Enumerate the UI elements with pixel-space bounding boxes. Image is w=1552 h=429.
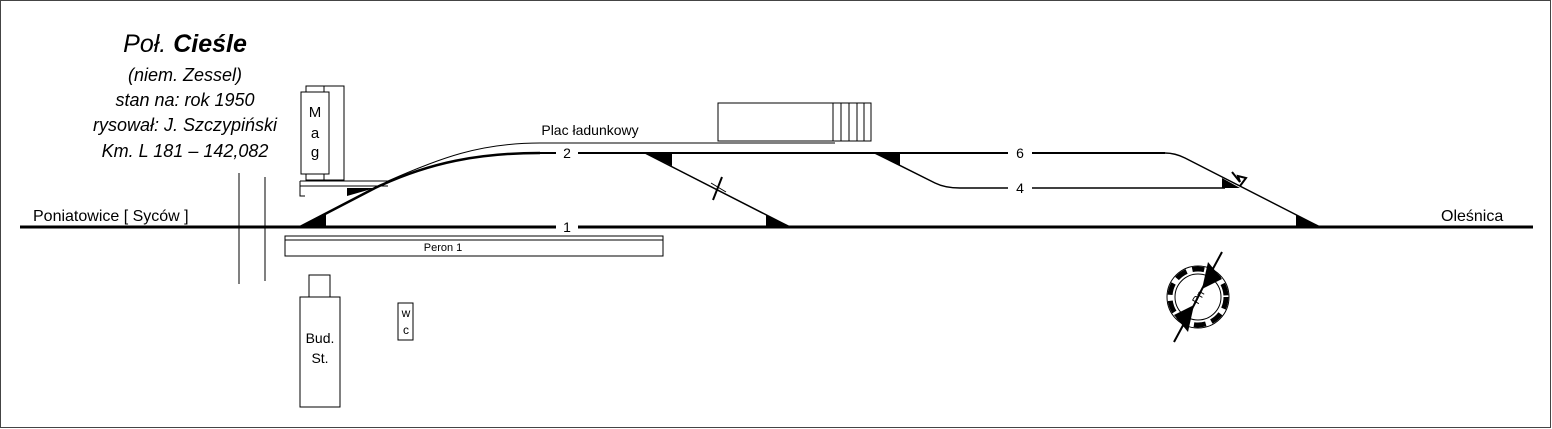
switch-frog-2: [347, 188, 375, 196]
loading-yard-siding: [387, 142, 835, 182]
north-compass-icon: Pn: [1166, 251, 1230, 343]
track-label-4: 4: [1016, 180, 1024, 196]
switch-frog-1: [300, 213, 326, 227]
wc-label-c: c: [403, 323, 409, 337]
wc-label-w: w: [401, 306, 411, 320]
track-label-6: 6: [1016, 145, 1024, 161]
track-label-1: 1: [563, 219, 571, 235]
track-end-stop: [1231, 171, 1248, 187]
switch-frog-5: [873, 153, 900, 166]
loading-yard-building: [717, 102, 872, 142]
station-building: Bud. St.: [299, 274, 341, 408]
state-year: stan na: rok 1950: [115, 90, 254, 110]
warehouse-letter-g: g: [311, 144, 319, 161]
switch-frog-7: [1296, 215, 1322, 227]
compass-label: Pn: [1190, 289, 1207, 307]
station-building-label-1: Bud.: [306, 330, 335, 346]
station-name: Cieśle: [173, 30, 247, 58]
title-block: Poł. Cieśle (niem. Zessel) stan na: rok …: [93, 30, 278, 161]
drawn-by: rysował: J. Szczypiński: [93, 115, 278, 135]
warehouse-letter-a: a: [311, 125, 320, 142]
km-marker: Km. L 181 – 142,082: [102, 141, 269, 161]
warehouse-building: M a g: [300, 85, 345, 181]
station-title: Poł. Cieśle: [123, 30, 247, 58]
switch-frog-3: [645, 153, 672, 166]
siding-curve-track-2: [299, 151, 541, 229]
wc-building: w c: [397, 302, 414, 341]
direction-east: Oleśnica: [1441, 208, 1503, 225]
station-prefix: Poł.: [123, 30, 166, 58]
platform: Peron 1: [284, 235, 664, 257]
german-name: (niem. Zessel): [128, 65, 242, 85]
switch-frog-4: [766, 215, 792, 227]
loading-yard-label: Plac ładunkowy: [541, 122, 638, 138]
derailer-marker: [712, 176, 723, 201]
derailer-marker-tick: [710, 182, 727, 193]
direction-west: Poniatowice [ Syców ]: [33, 208, 189, 225]
track-4: [874, 152, 1225, 189]
station-building-label-2: St.: [311, 350, 328, 366]
warehouse-spur: [299, 180, 388, 197]
track-label-2: 2: [563, 145, 571, 161]
platform-label: Peron 1: [424, 242, 463, 254]
switch-frog-6: [1222, 178, 1240, 188]
track-6-east: [1164, 152, 1321, 228]
warehouse-letter-m: M: [309, 104, 322, 121]
